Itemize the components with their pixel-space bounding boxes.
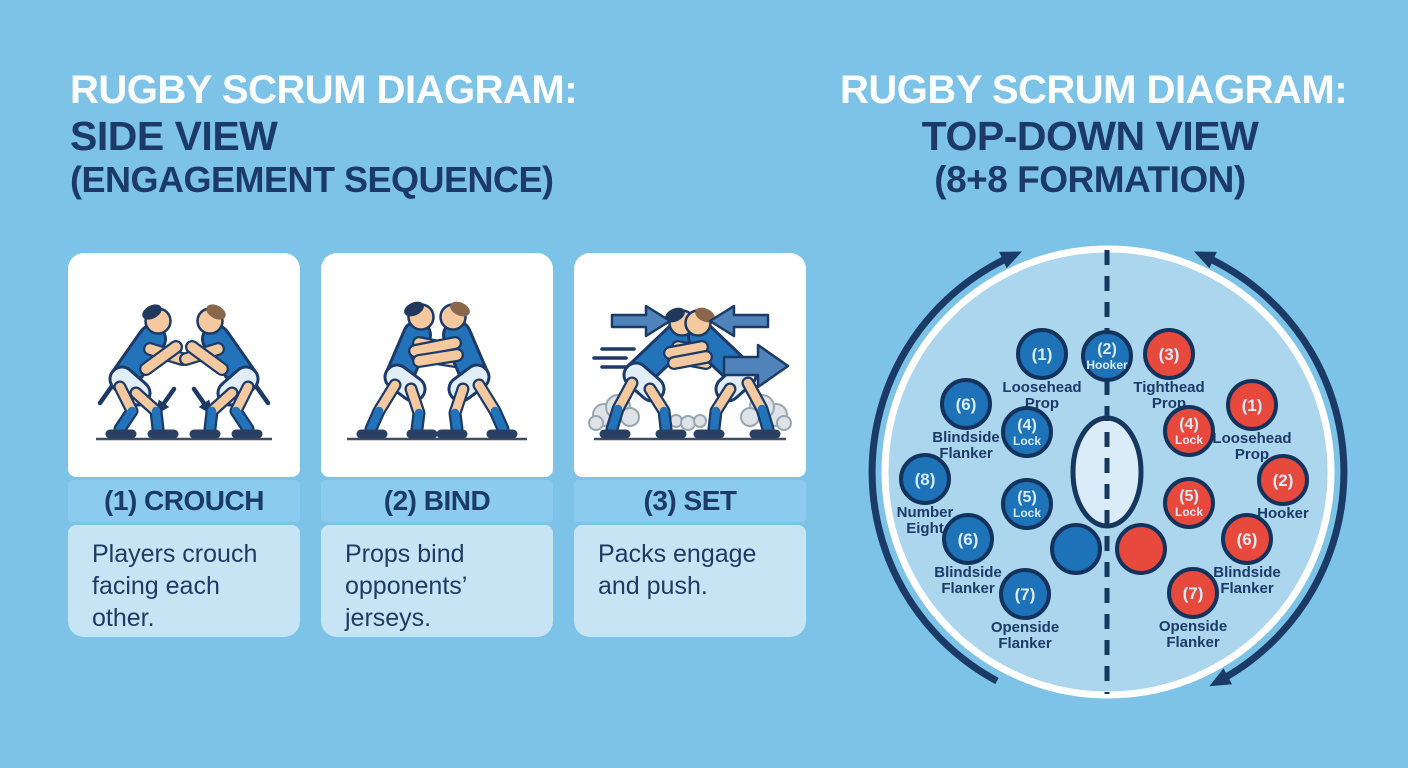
card-crouch-description: Players crouch facing each other. [68, 525, 300, 637]
svg-text:(3): (3) [1159, 345, 1180, 364]
card-set-label: (3) SET [574, 480, 806, 522]
svg-text:(6): (6) [1237, 530, 1258, 549]
crouch-illustration-icon [96, 304, 272, 441]
svg-text:Lock: Lock [1175, 505, 1203, 519]
svg-text:Openside: Openside [991, 619, 1059, 636]
card-crouch-label: (1) CROUCH [68, 480, 300, 522]
svg-text:Flanker: Flanker [1220, 580, 1274, 597]
red-player-2: (2) Hooker [1257, 454, 1309, 522]
svg-text:(8): (8) [915, 470, 936, 489]
svg-text:(1): (1) [1032, 345, 1053, 364]
svg-text:Openside: Openside [1159, 618, 1227, 635]
svg-text:(4): (4) [1179, 416, 1199, 433]
crouch-illustration-panel [68, 253, 300, 477]
push-arrow-left-icon [708, 304, 770, 338]
red-player-4: (4)Lock [1163, 405, 1215, 457]
svg-text:Blindside: Blindside [934, 564, 1002, 581]
blue-player-4: (4)Lock [1001, 406, 1053, 458]
svg-text:(4): (4) [1017, 417, 1037, 434]
bind-illustration-panel [321, 253, 553, 477]
svg-text:Lock: Lock [1175, 433, 1203, 447]
formation-diagram: (1)LooseheadProp(2)Hooker(6)BlindsideFla… [868, 245, 1348, 699]
svg-text:Blindside: Blindside [1213, 564, 1281, 581]
svg-text:Prop: Prop [1235, 446, 1269, 463]
svg-text:Eight: Eight [906, 520, 944, 537]
svg-text:Number: Number [897, 504, 954, 521]
svg-text:Loosehead: Loosehead [1212, 430, 1291, 447]
engagement-sequence-cards: (1) CROUCH Players crouch facing each ot… [68, 253, 806, 637]
right-title-line1: RUGBY SCRUM DIAGRAM: [840, 68, 1348, 112]
svg-text:Lock: Lock [1013, 506, 1041, 520]
svg-text:(6): (6) [956, 395, 977, 414]
blue-player-unnumbered [1050, 523, 1102, 575]
player-left [105, 304, 189, 439]
player-right [408, 301, 518, 439]
svg-text:(2): (2) [1273, 471, 1294, 490]
card-bind-label: (2) BIND [321, 480, 553, 522]
set-illustration-panel [574, 253, 806, 477]
left-title-line1: RUGBY SCRUM DIAGRAM: [70, 68, 578, 112]
push-arrows [610, 304, 790, 389]
red-player-unnumbered [1115, 523, 1167, 575]
right-title-line3: (8+8 FORMATION) [934, 159, 1246, 200]
svg-text:(6): (6) [958, 530, 979, 549]
svg-text:Loosehead: Loosehead [1002, 379, 1081, 396]
blue-player-2: (2)Hooker [1081, 330, 1133, 382]
rotation-arrow-left-icon [868, 251, 1023, 685]
card-crouch: (1) CROUCH Players crouch facing each ot… [68, 253, 300, 637]
push-arrow-right-icon [610, 304, 672, 338]
card-set-description: Packs engage and push. [574, 525, 806, 637]
svg-text:(5): (5) [1179, 488, 1199, 505]
svg-text:(1): (1) [1242, 396, 1263, 415]
right-title-line2: TOP-DOWN VIEW [921, 113, 1259, 159]
players-layer: (1)LooseheadProp(2)Hooker(6)BlindsideFla… [897, 328, 1309, 652]
svg-text:Tighthead: Tighthead [1133, 379, 1204, 396]
player-left [599, 307, 717, 439]
bind-illustration-icon [347, 301, 527, 441]
player-left [356, 301, 466, 439]
svg-text:Flanker: Flanker [939, 445, 993, 462]
svg-text:Hooker: Hooker [1257, 505, 1309, 522]
svg-text:(2): (2) [1097, 341, 1117, 358]
svg-text:(7): (7) [1015, 585, 1036, 604]
card-bind-description: Props bind opponents’ jerseys. [321, 525, 553, 637]
svg-text:Flanker: Flanker [1166, 634, 1220, 651]
card-bind: (2) BIND Props bind opponents’ jerseys. [321, 253, 553, 637]
blue-player-5: (5)Lock [1001, 478, 1053, 530]
svg-text:Hooker: Hooker [1086, 358, 1128, 372]
svg-text:Flanker: Flanker [941, 580, 995, 597]
left-title-line3: (ENGAGEMENT SEQUENCE) [70, 159, 554, 200]
red-player-5: (5)Lock [1163, 477, 1215, 529]
svg-text:Blindside: Blindside [932, 429, 1000, 446]
svg-text:Lock: Lock [1013, 434, 1041, 448]
player-right [179, 304, 263, 439]
card-set: (3) SET Packs engage and push. [574, 253, 806, 637]
rotation-arrow-right-icon [1193, 251, 1348, 687]
svg-text:Flanker: Flanker [998, 635, 1052, 652]
left-title-line2: SIDE VIEW [70, 113, 278, 159]
svg-text:(7): (7) [1183, 584, 1204, 603]
svg-text:(5): (5) [1017, 489, 1037, 506]
set-illustration-icon [588, 304, 792, 441]
push-arrow-big-icon [722, 343, 790, 389]
